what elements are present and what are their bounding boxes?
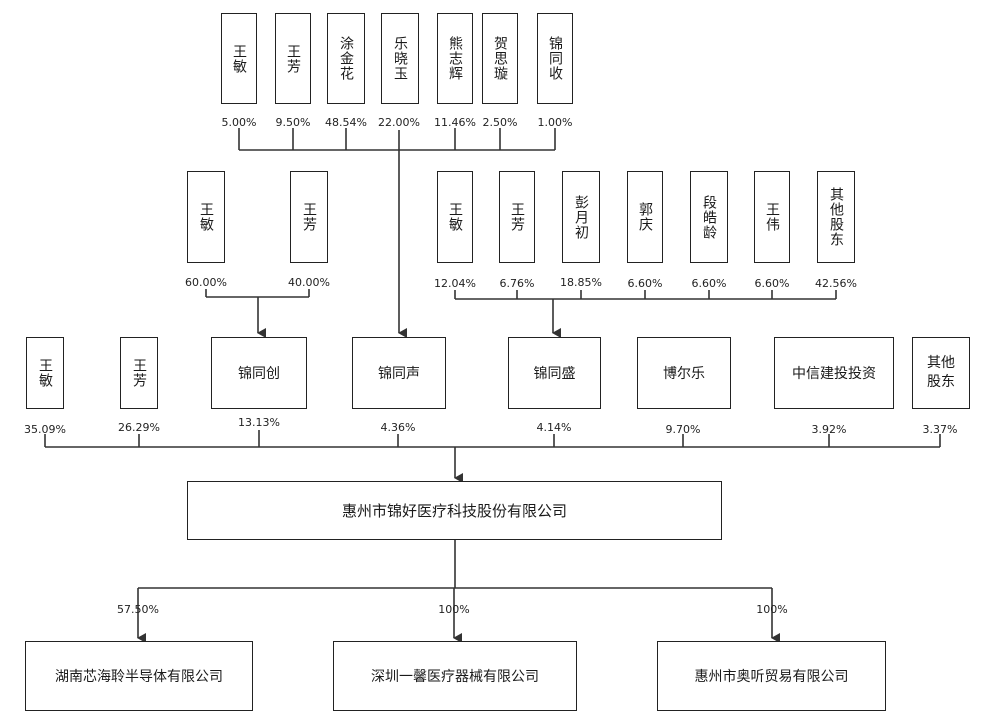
subsidiary-pct: 57.50%	[117, 603, 159, 616]
subsidiary-name: 湖南芯海聆半导体有限公司	[55, 669, 223, 685]
top-holder-box: 乐晓玉	[381, 13, 419, 104]
subsidiary-box: 惠州市奥听贸易有限公司	[657, 641, 886, 711]
direct-holder-pct: 9.70%	[665, 423, 701, 436]
direct-holder-name: 中信建投投资	[792, 366, 876, 382]
direct-holder-box: 中信建投投资	[774, 337, 894, 409]
main-company-box: 惠州市锦好医疗科技股份有限公司	[187, 481, 722, 540]
direct-holder-name: 其他股东	[927, 355, 955, 390]
sheng-holder-box: 王伟	[754, 171, 790, 263]
top-holder-name: 乐晓玉	[392, 36, 409, 81]
subsidiary-name: 惠州市奥听贸易有限公司	[694, 669, 849, 685]
direct-holder-box: 博尔乐	[637, 337, 731, 409]
direct-holder-name: 锦同创	[238, 366, 280, 382]
direct-holder-box: 锦同创	[211, 337, 307, 409]
top-holder-pct: 48.54%	[325, 116, 367, 129]
top-holder-name: 涂金花	[338, 36, 355, 81]
direct-holder-pct: 26.29%	[118, 421, 160, 434]
direct-holder-name: 博尔乐	[663, 366, 705, 382]
sheng-holder-box: 王芳	[499, 171, 535, 263]
chuang-holder-pct: 40.00%	[288, 276, 330, 289]
direct-holder-pct: 35.09%	[24, 423, 66, 436]
direct-holder-pct: 3.92%	[811, 423, 847, 436]
subsidiary-name: 深圳一馨医疗器械有限公司	[371, 669, 539, 685]
sheng-holder-pct: 18.85%	[560, 276, 602, 289]
sheng-holder-name: 王敏	[447, 202, 464, 232]
direct-holder-pct: 4.36%	[380, 421, 416, 434]
top-holder-box: 王敏	[221, 13, 257, 104]
chuang-holder-pct: 60.00%	[185, 276, 227, 289]
top-holder-pct: 9.50%	[275, 116, 311, 129]
sheng-holder-box: 段皓龄	[690, 171, 728, 263]
direct-holder-box: 其他股东	[912, 337, 970, 409]
sheng-holder-name: 段皓龄	[701, 194, 718, 240]
subsidiary-pct: 100%	[756, 603, 788, 616]
direct-holder-box: 王敏	[26, 337, 64, 409]
top-holder-pct: 5.00%	[221, 116, 257, 129]
sheng-holder-box: 郭庆	[627, 171, 663, 263]
sheng-holder-name: 王伟	[764, 202, 781, 232]
direct-holder-pct: 13.13%	[238, 416, 280, 429]
subsidiary-box: 深圳一馨医疗器械有限公司	[333, 641, 577, 711]
top-holder-name: 锦同收	[547, 36, 564, 81]
chuang-holder-box: 王敏	[187, 171, 225, 263]
direct-holder-pct: 3.37%	[922, 423, 958, 436]
direct-holder-name: 王芳	[131, 358, 148, 388]
top-holder-box: 锦同收	[537, 13, 573, 104]
sheng-holder-pct: 6.76%	[499, 277, 535, 290]
chuang-holder-name: 王芳	[301, 202, 318, 232]
sheng-holder-pct: 6.60%	[754, 277, 790, 290]
direct-holder-box: 王芳	[120, 337, 158, 409]
sheng-holder-box: 彭月初	[562, 171, 600, 263]
top-holder-name: 熊志辉	[447, 36, 464, 81]
sheng-holder-pct: 6.60%	[691, 277, 727, 290]
direct-holder-name: 王敏	[37, 358, 54, 388]
sheng-holder-pct: 42.56%	[815, 277, 857, 290]
top-holder-box: 涂金花	[327, 13, 365, 104]
direct-holder-pct: 4.14%	[536, 421, 572, 434]
top-holder-pct: 1.00%	[537, 116, 573, 129]
top-holder-name: 王芳	[285, 43, 302, 74]
chuang-holder-box: 王芳	[290, 171, 328, 263]
top-holder-pct: 11.46%	[434, 116, 476, 129]
sheng-holder-box: 王敏	[437, 171, 473, 263]
top-holder-box: 熊志辉	[437, 13, 473, 104]
sheng-holder-box: 其他股东	[817, 171, 855, 263]
subsidiary-pct: 100%	[438, 603, 470, 616]
direct-holder-box: 锦同声	[352, 337, 446, 409]
chuang-holder-name: 王敏	[198, 202, 215, 232]
sheng-holder-name: 王芳	[509, 202, 526, 232]
sheng-holder-pct: 6.60%	[627, 277, 663, 290]
top-holder-pct: 22.00%	[378, 116, 420, 129]
sheng-holder-pct: 12.04%	[434, 277, 476, 290]
sheng-holder-name: 彭月初	[573, 194, 590, 240]
top-holder-name: 王敏	[231, 43, 248, 74]
direct-holder-name: 锦同盛	[533, 366, 576, 382]
top-holder-box: 王芳	[275, 13, 311, 104]
direct-holder-name: 锦同声	[378, 366, 420, 382]
top-holder-box: 贺思璇	[482, 13, 518, 104]
top-holder-pct: 2.50%	[482, 116, 518, 129]
main-company-name: 惠州市锦好医疗科技股份有限公司	[341, 502, 567, 520]
subsidiary-box: 湖南芯海聆半导体有限公司	[25, 641, 253, 711]
direct-holder-box: 锦同盛	[508, 337, 601, 409]
sheng-holder-name: 郭庆	[637, 202, 654, 232]
top-holder-name: 贺思璇	[492, 36, 509, 81]
sheng-holder-name: 其他股东	[828, 187, 845, 247]
